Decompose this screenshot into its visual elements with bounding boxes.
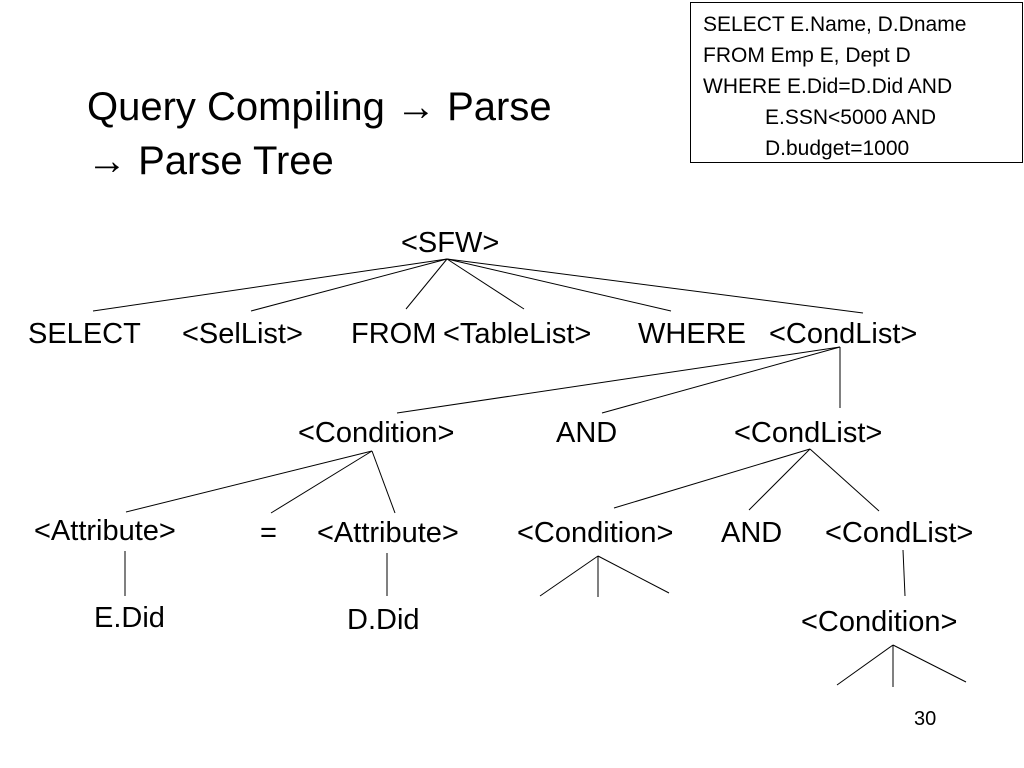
tree-edge xyxy=(892,644,967,683)
node-condition: <Condition> xyxy=(801,606,958,638)
sql-line: WHERE E.Did=D.Did AND xyxy=(703,75,953,98)
slide-title-line-1: Query Compiling → Parse xyxy=(87,85,552,129)
node-and: AND xyxy=(556,417,618,449)
node-condition: <Condition> xyxy=(517,517,674,549)
tree-edge xyxy=(809,448,880,512)
sql-line: SELECT E.Name, D.Dname xyxy=(703,13,967,36)
sql-line: D.budget=1000 xyxy=(765,137,910,160)
tree-edge xyxy=(613,448,811,509)
tree-edge xyxy=(446,258,525,310)
tree-edge xyxy=(270,450,373,514)
node-sellist: <SelList> xyxy=(182,318,303,350)
tree-edge xyxy=(92,258,448,312)
node-tablelist: <TableList> xyxy=(443,318,592,350)
tree-edge xyxy=(601,346,841,414)
node-where-keyword: WHERE xyxy=(638,318,746,350)
node-d-did: D.Did xyxy=(347,604,420,636)
node-sfw: <SFW> xyxy=(401,227,500,259)
tree-edge xyxy=(748,448,811,511)
tree-edge xyxy=(250,258,448,312)
node-condlist: <CondList> xyxy=(734,417,883,449)
slide-title-line-2: → Parse Tree xyxy=(87,139,334,183)
tree-edge xyxy=(405,258,448,310)
sql-line: FROM Emp E, Dept D xyxy=(703,44,911,67)
tree-edge xyxy=(539,555,599,597)
node-equals: = xyxy=(260,517,277,549)
node-attribute: <Attribute> xyxy=(34,515,176,547)
tree-edge xyxy=(396,346,841,414)
tree-edge xyxy=(446,258,864,314)
node-condlist: <CondList> xyxy=(825,517,974,549)
tree-edge xyxy=(836,644,894,686)
tree-edge xyxy=(371,450,396,514)
page-number: 30 xyxy=(914,708,937,730)
node-attribute: <Attribute> xyxy=(317,517,459,549)
node-from-keyword: FROM xyxy=(351,318,437,350)
sql-line: E.SSN<5000 AND xyxy=(765,106,937,129)
sql-query-box: SELECT E.Name, D.Dname FROM Emp E, Dept … xyxy=(690,2,1023,163)
tree-edge xyxy=(446,258,672,312)
node-select-keyword: SELECT xyxy=(28,318,141,350)
tree-edge xyxy=(125,450,373,513)
node-e-did: E.Did xyxy=(94,602,165,634)
slide-title: Query Compiling → Parse → Parse Tree xyxy=(87,80,552,188)
node-condlist: <CondList> xyxy=(769,318,918,350)
tree-edge xyxy=(902,549,906,597)
node-condition: <Condition> xyxy=(298,417,455,449)
node-and: AND xyxy=(721,517,783,549)
tree-edge xyxy=(597,555,670,594)
